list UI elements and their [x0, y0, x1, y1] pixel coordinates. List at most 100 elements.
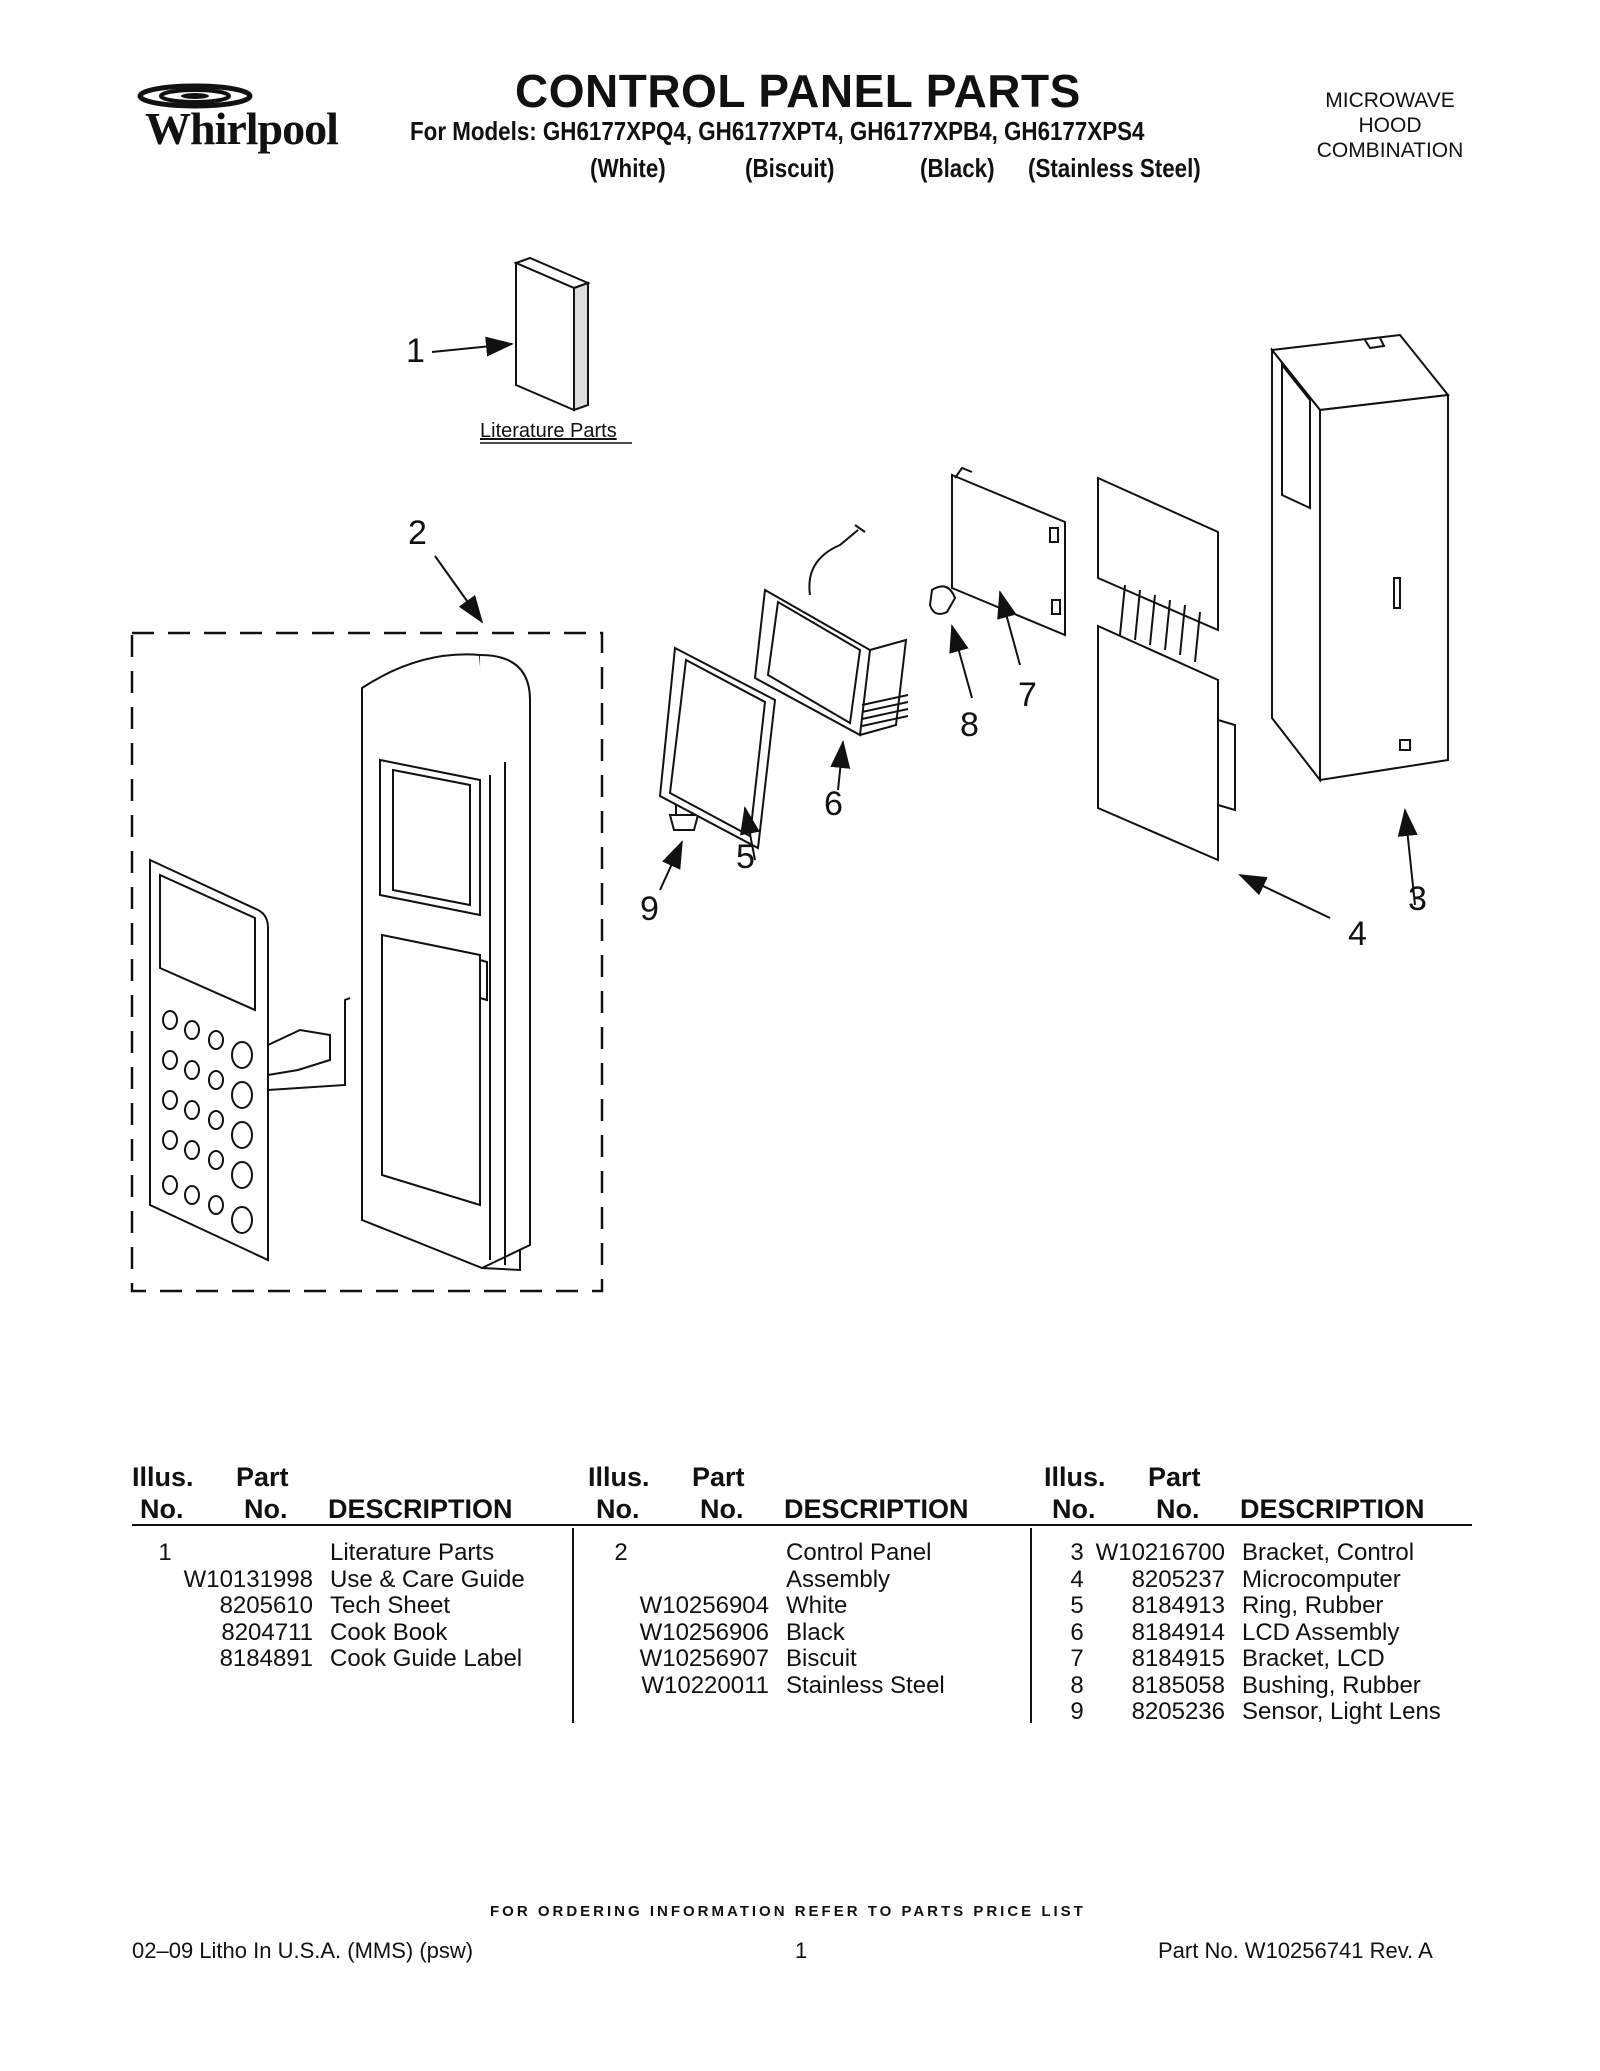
cell-description: Use & Care Guide [330, 1565, 525, 1593]
callout-1: 1 [406, 332, 425, 370]
cell-part-no [636, 1567, 769, 1594]
cell-description: Biscuit [786, 1645, 857, 1672]
cell-description: White [786, 1592, 848, 1619]
control-panel-cover-part [361, 653, 531, 1272]
rubber-bushing-part [928, 585, 973, 699]
document-part-number: Part No. W10256741 Rev. A [1158, 1938, 1433, 1963]
cell-part-no [636, 1540, 769, 1567]
cell-description: LCD Assembly [1242, 1618, 1400, 1646]
literature-parts-label: Literature Parts [480, 420, 617, 442]
header-part: Part [692, 1462, 745, 1492]
header-illus-no: No. [1052, 1494, 1096, 1524]
cell-illus: 7 [1070, 1645, 1084, 1672]
cell-illus: 8 [1070, 1671, 1084, 1699]
cell-part-no: W10131998 [183, 1565, 313, 1593]
header-part-no: No. [1156, 1494, 1200, 1524]
cell-part-no: W10256906 [639, 1618, 769, 1646]
cell-part-no: W10256904 [639, 1592, 769, 1619]
header-illus: Illus. [1044, 1462, 1106, 1492]
lcd-assembly-part [753, 524, 909, 791]
keypad-buttons [162, 1010, 253, 1234]
cell-description: Stainless Steel [786, 1671, 945, 1699]
callout-2: 2 [408, 514, 427, 552]
table-column-part: W10131998 8205610 8204711 8184891 [180, 1540, 313, 1673]
cell-part-no: 8184891 [219, 1645, 313, 1672]
cell-illus: 1 [158, 1539, 172, 1566]
cell-description: Bracket, LCD [1242, 1645, 1385, 1672]
cell-illus: 5 [1070, 1592, 1084, 1619]
cell-description: Control Panel [786, 1539, 932, 1566]
callout-3: 3 [1408, 880, 1427, 918]
cell-description: Bracket, Control [1242, 1539, 1415, 1566]
cell-part-no [180, 1540, 313, 1567]
table-column-description: Literature Parts Use & Care Guide Tech S… [330, 1539, 525, 1673]
header-description: DESCRIPTION [328, 1494, 513, 1524]
cell-illus: 3 [1070, 1539, 1084, 1566]
cell-description: Black [786, 1618, 845, 1646]
cell-description: Microcomputer [1242, 1565, 1401, 1593]
column-divider [572, 1528, 574, 1723]
table-column-illus: 3 4 5 6 7 8 9 [1052, 1539, 1102, 1726]
color-black: (Black) [920, 153, 995, 183]
table-header-rule [132, 1524, 1472, 1526]
cell-part-no: 8204711 [221, 1618, 313, 1646]
table-column-description: Control Panel Assembly White Black Biscu… [786, 1539, 945, 1699]
category-line: COMBINATION [1316, 139, 1464, 162]
cell-illus: 2 [614, 1539, 628, 1566]
header-illus: Illus. [588, 1462, 650, 1492]
header-description: DESCRIPTION [784, 1494, 969, 1524]
header-part-no: No. [244, 1494, 288, 1524]
column-divider [1030, 1528, 1032, 1723]
color-white: (White) [590, 153, 666, 183]
cell-description: Tech Sheet [330, 1592, 451, 1619]
category-label: MICROWAVE HOOD COMBINATION [1290, 88, 1490, 163]
cell-illus: 4 [1070, 1565, 1084, 1593]
cell-part-no: 8205610 [219, 1592, 313, 1619]
header-illus: Illus. [132, 1462, 194, 1492]
page-number: 1 [795, 1938, 808, 1963]
cell-part-no: 8205237 [1131, 1565, 1225, 1593]
color-stainless-steel: (Stainless Steel) [1028, 153, 1201, 183]
keypad-membrane-part [149, 858, 351, 1262]
lcd-bracket-part [951, 466, 1066, 666]
cell-part-no: 8185058 [1131, 1671, 1225, 1699]
table-column-illus: 2 [596, 1539, 646, 1567]
cell-part-no: W10216700 [1095, 1539, 1225, 1566]
microcomputer-part [1097, 476, 1331, 919]
cell-description: Bushing, Rubber [1242, 1671, 1421, 1699]
rubber-ring-part [658, 646, 777, 861]
callout-9: 9 [640, 890, 659, 928]
cell-description: Ring, Rubber [1242, 1592, 1384, 1619]
callout-8: 8 [960, 706, 979, 744]
cell-part-no: 8184915 [1131, 1645, 1225, 1672]
header-part: Part [236, 1462, 289, 1492]
callout-4: 4 [1348, 915, 1367, 953]
cell-part-no: 8205236 [1131, 1698, 1225, 1725]
table-column-part: W10216700 8205237 8184913 8184914 818491… [1092, 1539, 1225, 1726]
cell-part-no: 8184914 [1131, 1618, 1225, 1646]
exploded-parts-diagram [130, 256, 1450, 1293]
table-column-description: Bracket, Control Microcomputer Ring, Rub… [1242, 1539, 1441, 1726]
table-column-illus: 1 [140, 1539, 190, 1567]
table-column-part: W10256904 W10256906 W10256907 W10220011 [636, 1540, 769, 1699]
models-line: For Models: GH6177XPQ4, GH6177XPT4, GH61… [410, 116, 1145, 146]
page-title: CONTROL PANEL PARTS [515, 65, 1081, 117]
cell-description: Cook Guide Label [330, 1645, 523, 1672]
cell-illus: 9 [1070, 1698, 1084, 1725]
callout-6: 6 [824, 785, 843, 823]
color-biscuit: (Biscuit) [745, 153, 835, 183]
cell-part-no: W10220011 [641, 1671, 769, 1699]
header-part: Part [1148, 1462, 1201, 1492]
cell-description: Literature Parts [330, 1539, 495, 1566]
header-description: DESCRIPTION [1240, 1494, 1425, 1524]
header-illus-no: No. [140, 1494, 184, 1524]
litho-info: 02–09 Litho In U.S.A. (MMS) (psw) [132, 1938, 474, 1963]
callout-7: 7 [1018, 676, 1037, 714]
brand-name: Whirlpool [145, 103, 339, 154]
category-line: MICROWAVE [1325, 89, 1455, 112]
header-part-no: No. [700, 1494, 744, 1524]
control-bracket-part [1270, 333, 1450, 906]
cell-part-no: W10256907 [639, 1645, 769, 1672]
cell-part-no: 8184913 [1131, 1592, 1225, 1619]
category-line: HOOD [1358, 114, 1422, 137]
